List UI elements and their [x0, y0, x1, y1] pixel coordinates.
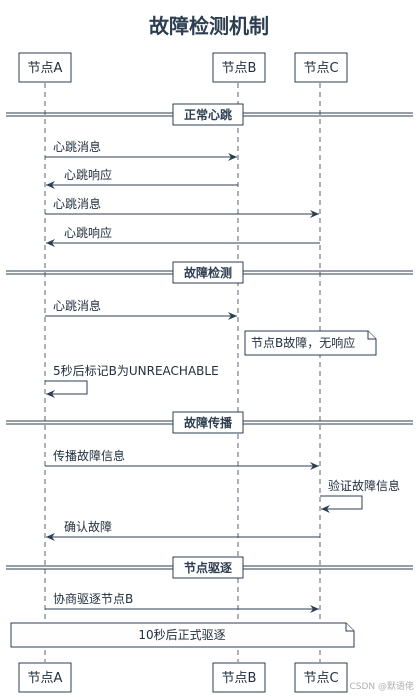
- message-arrow: 心跳响应: [46, 167, 238, 189]
- participant-a-bottom: 节点A: [18, 662, 72, 693]
- self-message-arrow: 5秒后标记B为UNREACHABLE: [45, 364, 219, 398]
- self-message-arrow: 验证故障信息: [320, 478, 400, 513]
- note-eviction: 10秒后正式驱逐: [10, 622, 355, 648]
- participant-c-label: 节点C: [303, 671, 338, 686]
- section-divider-fault-detection: 故障检测: [6, 261, 413, 284]
- participant-c-top: 节点C: [294, 52, 348, 83]
- message-label: 心跳消息: [53, 196, 101, 211]
- message-arrow: 传播故障信息: [45, 448, 319, 470]
- section-label: 故障传播: [184, 415, 233, 430]
- participant-c-label: 节点C: [303, 61, 338, 76]
- message-label: 心跳消息: [53, 298, 101, 313]
- participant-c-bottom: 节点C: [294, 662, 348, 693]
- note-label: 10秒后正式驱逐: [138, 628, 225, 642]
- message-arrow: 协商驱逐节点B: [45, 591, 319, 613]
- message-label: 传播故障信息: [53, 448, 125, 463]
- message-arrow: 心跳消息: [45, 298, 237, 320]
- participant-b-bottom: 节点B: [212, 662, 266, 693]
- section-label: 故障检测: [184, 265, 232, 280]
- participant-a-label: 节点A: [28, 671, 63, 686]
- section-label: 正常心跳: [184, 107, 232, 122]
- watermark: CSDN @默语佬: [349, 680, 414, 692]
- message-label: 心跳消息: [53, 139, 101, 154]
- message-label: 心跳响应: [64, 167, 112, 182]
- message-arrow: 心跳消息: [45, 196, 319, 218]
- message-label: 5秒后标记B为UNREACHABLE: [53, 364, 219, 378]
- message-arrow: 确认故障: [46, 519, 320, 541]
- message-label: 心跳响应: [64, 225, 112, 240]
- message-label: 协商驱逐节点B: [53, 591, 133, 606]
- section-divider-normal-heartbeat: 正常心跳: [6, 103, 413, 126]
- note-label: 节点B故障，无响应: [251, 335, 355, 350]
- section-divider-node-eviction: 节点驱逐: [6, 556, 413, 579]
- message-label: 验证故障信息: [328, 478, 400, 493]
- diagram-title: 故障检测机制: [149, 14, 269, 38]
- message-label: 确认故障: [64, 519, 112, 534]
- note-node-b-failure: 节点B故障，无响应: [244, 330, 377, 356]
- message-arrow: 心跳响应: [46, 225, 320, 247]
- participant-b-label: 节点B: [222, 61, 257, 76]
- section-divider-fault-propagation: 故障传播: [6, 411, 413, 434]
- participant-a-top: 节点A: [18, 52, 72, 83]
- participant-b-label: 节点B: [222, 671, 257, 686]
- section-label: 节点驱逐: [184, 560, 232, 575]
- participant-a-label: 节点A: [28, 61, 63, 76]
- participant-b-top: 节点B: [212, 52, 266, 83]
- message-arrow: 心跳消息: [45, 139, 237, 161]
